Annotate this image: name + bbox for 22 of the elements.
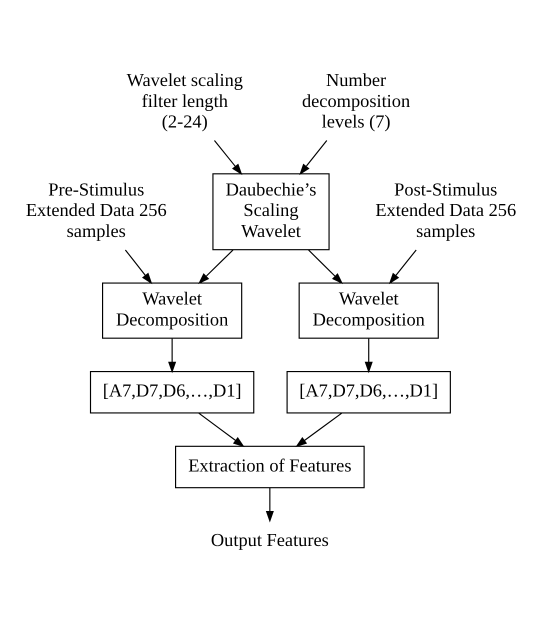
node-box: Wavelet Decomposition (298, 282, 439, 338)
node-text: Wavelet scaling filter length (2-24) (126, 70, 243, 132)
node-box: [A7,D7,D6,…,D1] (286, 370, 451, 414)
arrow (308, 249, 344, 284)
node-text: Output Features (210, 530, 329, 550)
node-box: Extraction of Features (175, 445, 365, 488)
node-text: Number decomposition levels (7) (302, 70, 410, 132)
node-box: Wavelet Decomposition (102, 282, 242, 338)
arrow (295, 412, 342, 447)
arrow (168, 338, 176, 373)
arrow (124, 249, 152, 284)
arrow (388, 249, 417, 284)
node-box: [A7,D7,D6,…,D1] (90, 370, 254, 414)
arrow (266, 487, 274, 522)
node-text: Pre-Stimulus Extended Data 256 samples (26, 178, 167, 240)
arrow (364, 338, 373, 373)
arrow (198, 249, 234, 284)
arrow (214, 140, 242, 175)
arrow (198, 412, 245, 447)
arrow (299, 140, 328, 175)
node-text: Post-Stimulus Extended Data 256 samples (375, 178, 516, 240)
node-box: Daubechie’s Scaling Wavelet (212, 172, 330, 250)
